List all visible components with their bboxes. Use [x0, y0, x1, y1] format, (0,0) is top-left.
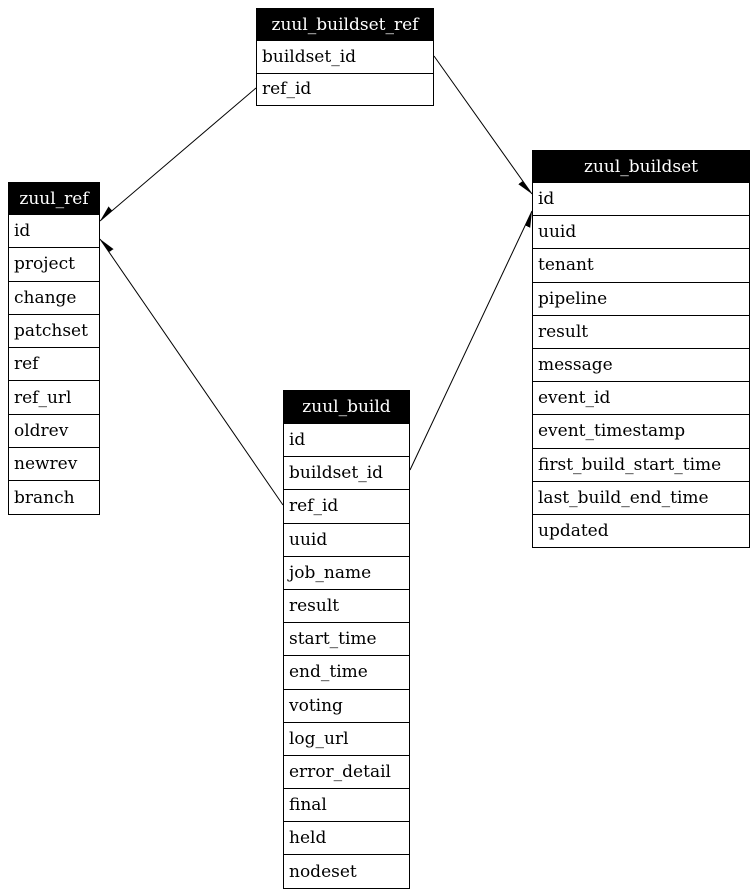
table-title: zuul_buildset_ref: [257, 9, 433, 40]
column-row-nodeset: nodeset: [284, 854, 409, 888]
column-row-end_time: end_time: [284, 655, 409, 689]
column-row-newrev: newrev: [9, 447, 99, 481]
column-row-uuid: uuid: [533, 215, 749, 249]
column-row-updated: updated: [533, 513, 749, 548]
column-row-branch: branch: [9, 480, 99, 514]
relation-edge-zuul_buildset_ref.ref_id-to-zuul_ref.id: [99, 87, 257, 222]
column-row-message: message: [533, 347, 749, 382]
column-row-buildset_id: buildset_id: [284, 456, 409, 490]
column-row-tenant: tenant: [533, 248, 749, 282]
relation-edge-zuul_build.buildset_id-to-zuul_buildset.id: [409, 210, 533, 471]
column-row-id: id: [284, 423, 409, 457]
column-row-patchset: patchset: [9, 313, 99, 348]
column-row-event_timestamp: event_timestamp: [533, 414, 749, 448]
column-row-event_id: event_id: [533, 381, 749, 415]
column-row-project: project: [9, 247, 99, 281]
column-row-result: result: [284, 588, 409, 623]
table-title: zuul_buildset: [533, 151, 749, 182]
column-row-voting: voting: [284, 688, 409, 722]
column-row-buildset_id: buildset_id: [257, 40, 433, 73]
column-row-id: id: [533, 182, 749, 216]
column-row-start_time: start_time: [284, 622, 409, 656]
table-title: zuul_build: [284, 391, 409, 423]
column-row-id: id: [9, 214, 99, 248]
relation-edge-zuul_buildset_ref.buildset_id-to-zuul_buildset.id: [433, 55, 533, 195]
column-row-held: held: [284, 821, 409, 855]
table-title: zuul_ref: [9, 183, 99, 214]
column-row-first_build_start_time: first_build_start_time: [533, 447, 749, 481]
relation-edge-zuul_build.ref_id-to-zuul_ref.id: [99, 238, 284, 506]
column-row-pipeline: pipeline: [533, 281, 749, 315]
column-row-oldrev: oldrev: [9, 413, 99, 448]
column-row-result: result: [533, 314, 749, 348]
column-row-job_name: job_name: [284, 555, 409, 589]
column-row-last_build_end_time: last_build_end_time: [533, 480, 749, 514]
column-row-ref_id: ref_id: [284, 489, 409, 523]
column-row-ref: ref: [9, 347, 99, 381]
column-row-log_url: log_url: [284, 721, 409, 755]
column-row-ref_url: ref_url: [9, 380, 99, 414]
column-row-uuid: uuid: [284, 522, 409, 556]
column-row-change: change: [9, 280, 99, 314]
column-row-ref_id: ref_id: [257, 72, 433, 105]
column-row-final: final: [284, 788, 409, 822]
column-row-error_detail: error_detail: [284, 754, 409, 789]
